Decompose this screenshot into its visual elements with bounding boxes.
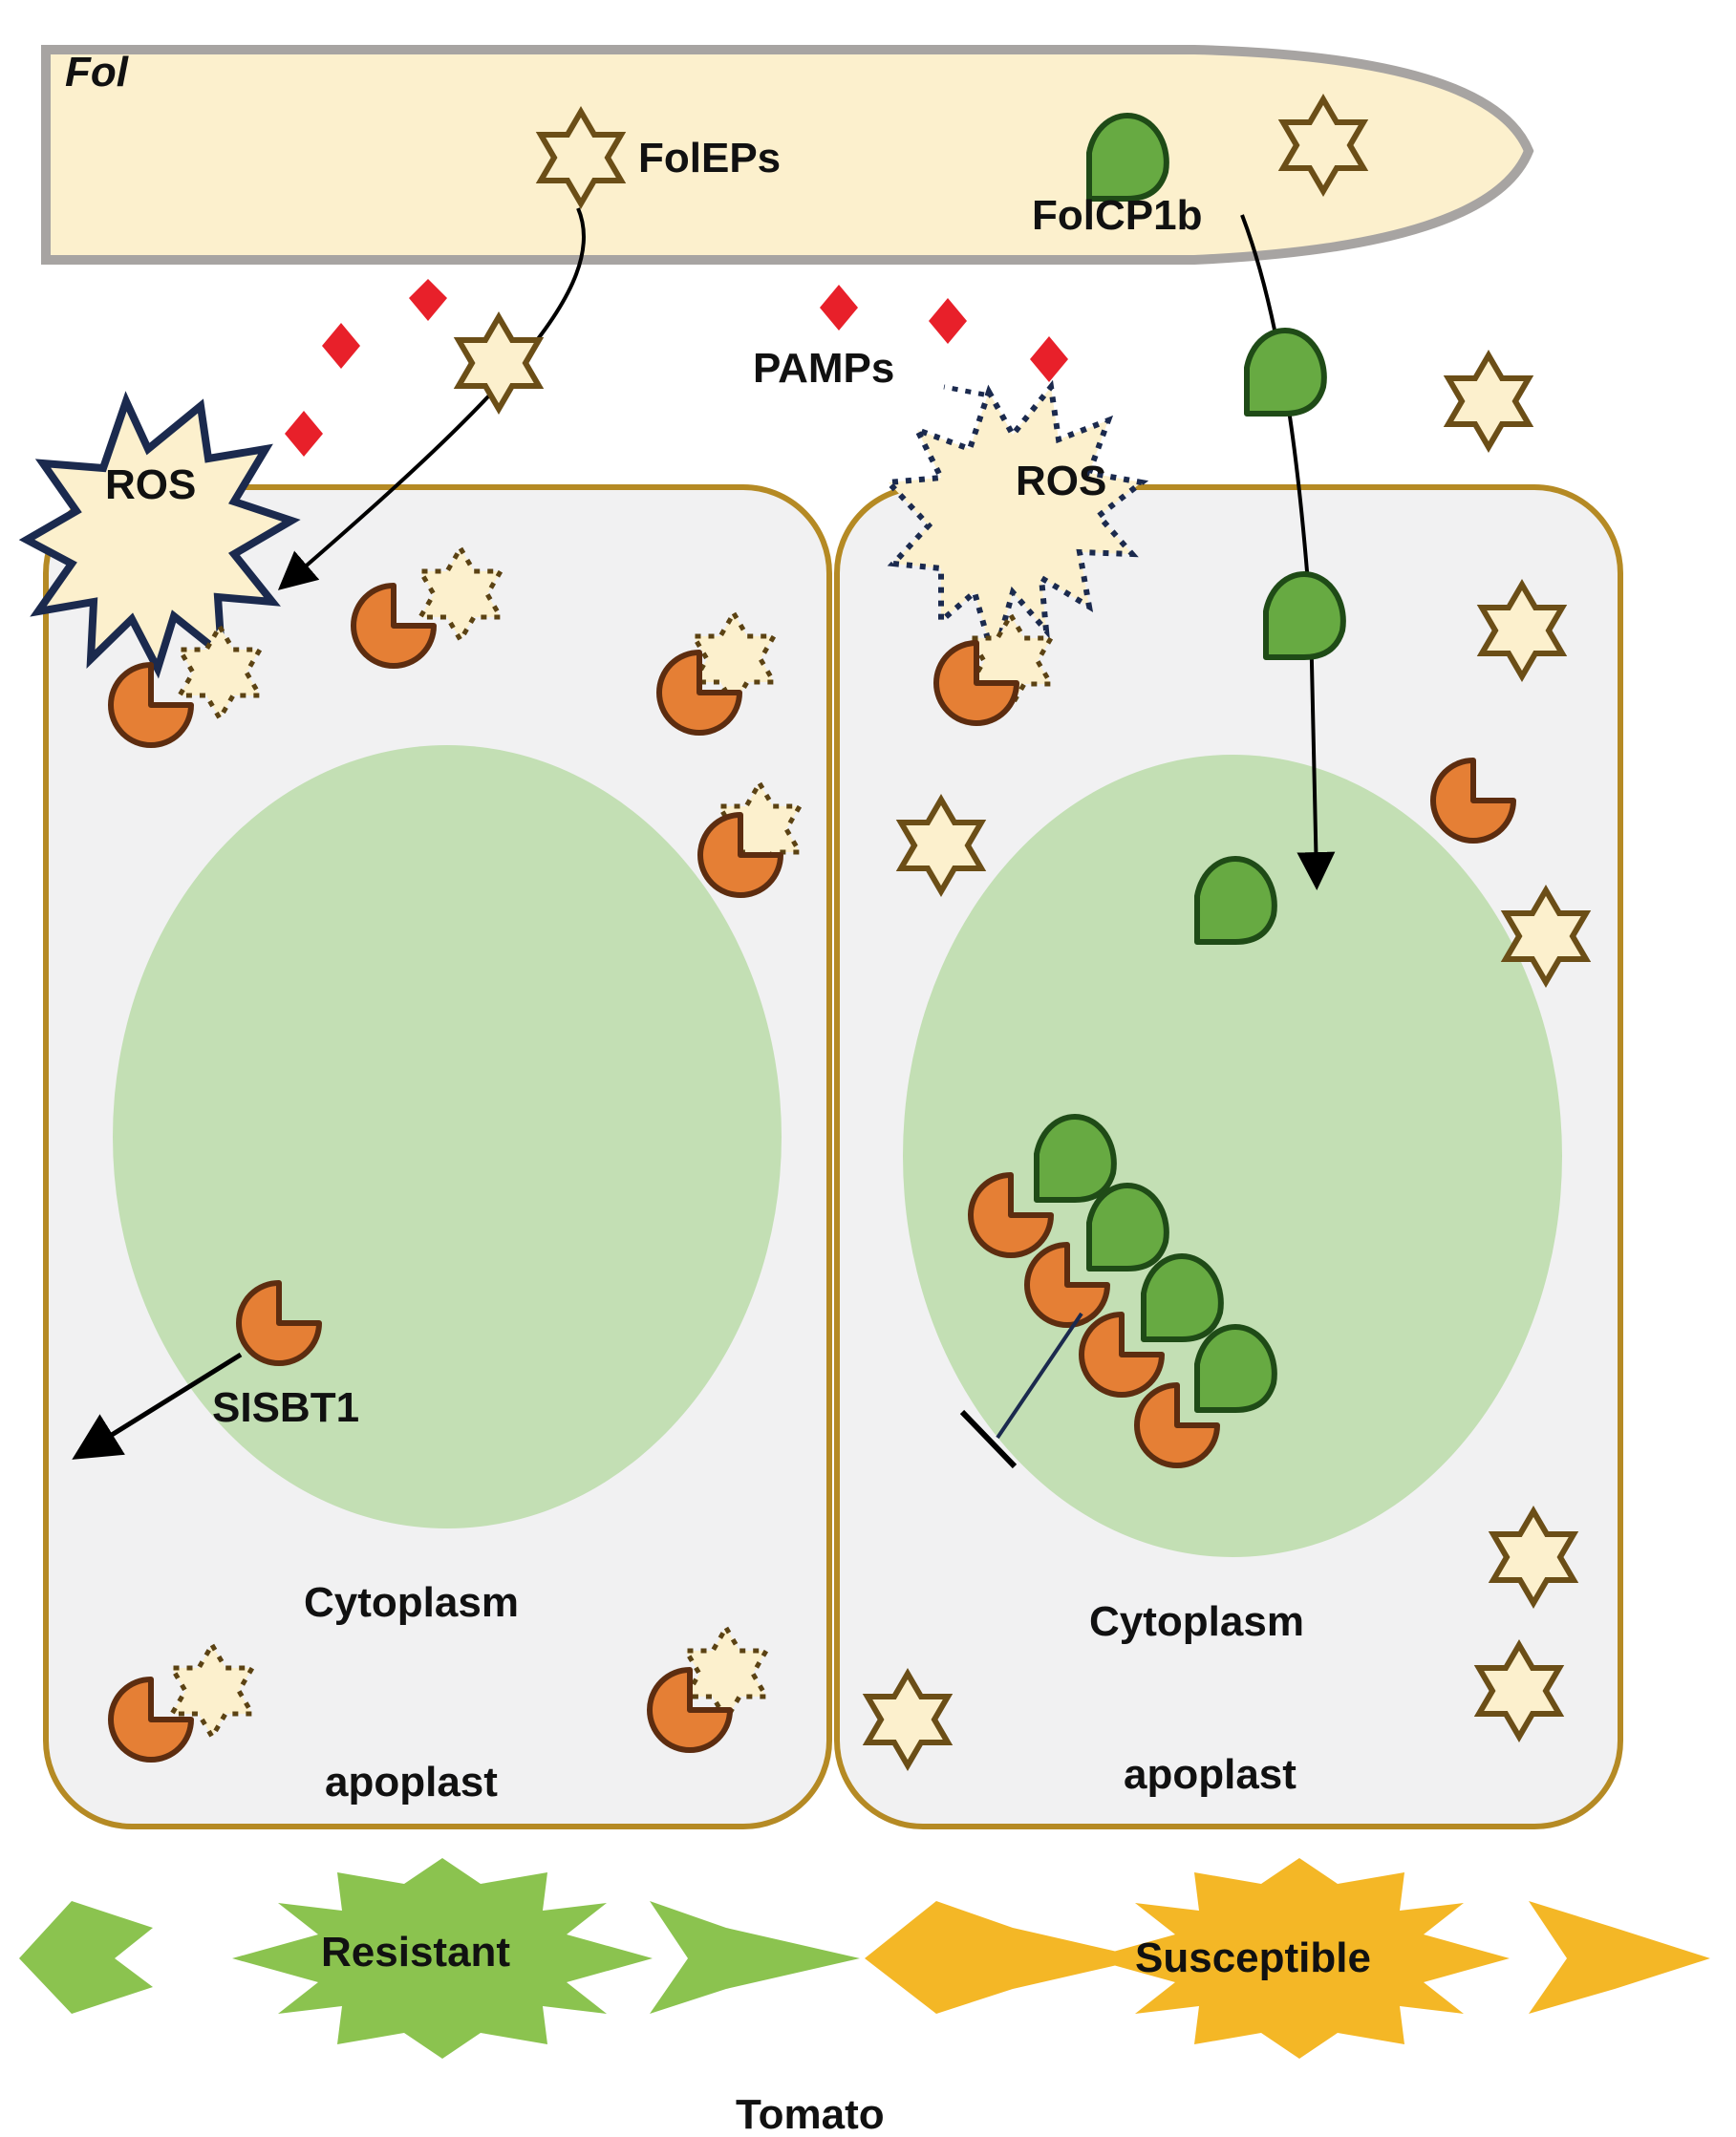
pamps-group: PAMPs <box>285 279 1068 457</box>
pamp-icon <box>1030 336 1068 382</box>
cytoplasm-label-right: Cytoplasm <box>1089 1598 1304 1645</box>
pamp-icon <box>820 285 858 331</box>
inhibition-bar <box>959 1409 1018 1469</box>
inhibition-line <box>996 1312 1083 1440</box>
pamp-icon <box>409 279 447 321</box>
pamp-icon <box>322 323 360 369</box>
fungus-label: Fol <box>65 49 129 96</box>
host-label: Tomato <box>736 2091 885 2137</box>
slsbt1-label: SISBT1 <box>212 1384 359 1431</box>
folcp1b-icon <box>1266 574 1343 657</box>
ros-burst-right: ROS <box>882 379 1149 670</box>
slsbt1-secretion-arrow <box>72 1352 243 1460</box>
folep-star-icon <box>459 317 539 409</box>
cytoplasm-label-left: Cytoplasm <box>304 1579 519 1626</box>
fungal-hypha: Fol <box>41 45 1534 265</box>
resistant-badge: Resistant <box>19 1858 860 2059</box>
pamp-icon <box>285 411 323 457</box>
ros-label-left: ROS <box>105 461 196 508</box>
folcp1b-label: FolCP1b <box>1032 192 1202 239</box>
effector-star-icon <box>1448 355 1529 447</box>
cytoplasm-right <box>903 755 1562 1557</box>
susceptible-label: Susceptible <box>1135 1934 1371 1981</box>
ros-label-right: ROS <box>1016 458 1106 504</box>
folcp1b-icon <box>1247 331 1324 414</box>
susceptible-badge: Susceptible <box>865 1858 1710 2059</box>
folcp1b-icon <box>1197 859 1275 942</box>
pamps-label: PAMPs <box>753 345 894 392</box>
foleps-label: FolEPs <box>638 135 781 182</box>
pamp-icon <box>929 298 967 344</box>
ros-burst-left: ROS <box>18 391 301 679</box>
susceptible-cell <box>834 484 1623 1829</box>
folcp1b-icon <box>1089 116 1167 199</box>
apoplast-label-left: apoplast <box>325 1759 498 1806</box>
apoplast-label-right: apoplast <box>1124 1751 1297 1798</box>
resistant-label: Resistant <box>321 1929 510 1976</box>
